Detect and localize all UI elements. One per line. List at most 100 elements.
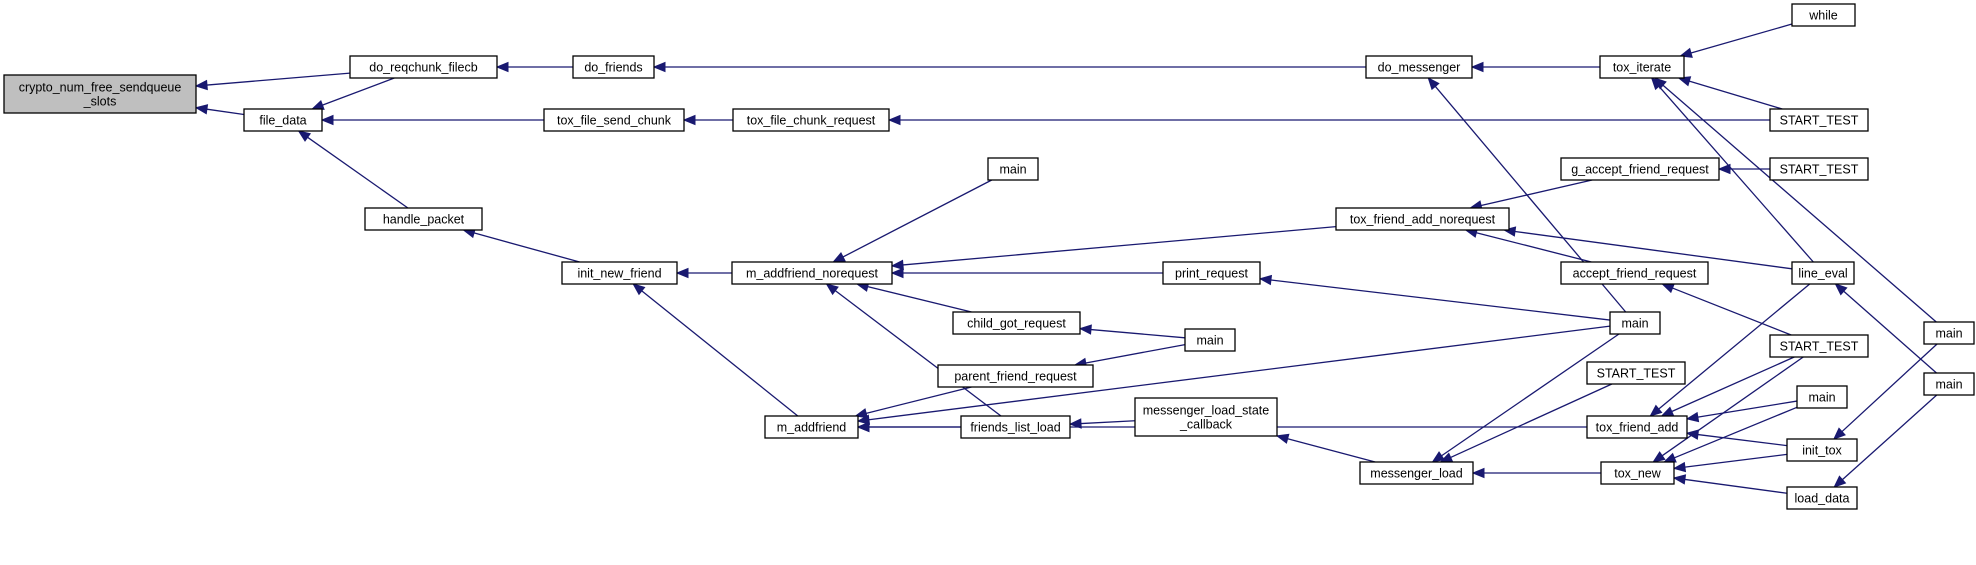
node-handle-packet[interactable]: handle_packet <box>364 207 483 231</box>
node-box <box>1786 438 1858 462</box>
node-box <box>1184 328 1236 352</box>
node-line-eval[interactable]: line_eval <box>1791 261 1855 285</box>
node-init-new-friend[interactable]: init_new_friend <box>561 261 678 285</box>
node-tox-iterate[interactable]: tox_iterate <box>1599 55 1685 79</box>
node-box <box>1769 108 1869 132</box>
node-messenger-load[interactable]: messenger_load <box>1359 461 1474 485</box>
edge-main_b-to-child_got_request <box>1090 328 1186 339</box>
node-child-got-request[interactable]: child_got_request <box>952 311 1081 335</box>
edge-friends_list_load-to-m_addfriend_norequest <box>834 290 1002 417</box>
arrowhead-tox_friend_add_norequest <box>1502 226 1517 237</box>
node-messenger-load-state-callback[interactable]: messenger_load_state_callback <box>1134 397 1278 437</box>
node-box <box>1923 321 1975 345</box>
arrowhead-load_data <box>1833 475 1847 488</box>
edge-do_reqchunk-to-file_data <box>322 77 395 106</box>
node-print-request[interactable]: print_request <box>1162 261 1261 285</box>
node-label: accept_friend_request <box>1573 267 1697 281</box>
node-main-f[interactable]: main <box>1923 372 1975 396</box>
node-box <box>987 157 1039 181</box>
node-box <box>543 108 685 132</box>
edge-accept_friend_request-to-tox_friend_add_norequest <box>1476 232 1592 263</box>
arrowhead-do_messenger <box>1427 76 1440 91</box>
node-start-test-b[interactable]: START_TEST <box>1769 108 1869 132</box>
edge-main_f-to-load_data <box>1842 394 1938 481</box>
node-label: START_TEST <box>1780 114 1859 128</box>
node-start-test-c[interactable]: START_TEST <box>1769 157 1869 181</box>
node-box <box>1609 311 1661 335</box>
arrowhead-messenger_load <box>1431 451 1445 463</box>
node-box <box>1796 385 1848 409</box>
node-label: friends_list_load <box>970 421 1060 435</box>
edge-main_c-to-messenger_load <box>1441 333 1620 457</box>
node-while[interactable]: while <box>1791 3 1856 27</box>
edge-m_addfriend-to-init_new_friend <box>641 290 799 417</box>
arrowhead-do_messenger <box>1470 61 1484 73</box>
node-label: file_data <box>259 114 306 128</box>
arrowhead-tox_friend_add <box>1660 406 1675 417</box>
node-tox-file-chunk-request[interactable]: tox_file_chunk_request <box>732 108 890 132</box>
node-label: g_accept_friend_request <box>1571 163 1709 177</box>
node-tox-friend-add-norequest[interactable]: tox_friend_add_norequest <box>1335 207 1510 231</box>
edge-messenger_load_state_callback-to-friends_list_load <box>1080 420 1136 425</box>
arrowhead-messenger_load_state_callback <box>1275 433 1290 444</box>
node-main-d[interactable]: main <box>1796 385 1848 409</box>
node-do-messenger[interactable]: do_messenger <box>1365 55 1473 79</box>
arrowhead-m_addfriend <box>856 421 870 433</box>
node-m-addfriend-norequest[interactable]: m_addfriend_norequest <box>731 261 893 285</box>
node-box <box>1365 55 1473 79</box>
node-start-test-d[interactable]: START_TEST <box>1769 334 1869 358</box>
node-label: _callback <box>1179 418 1233 432</box>
arrowhead-tox_friend_add <box>1685 411 1700 423</box>
node-main-c[interactable]: main <box>1609 311 1661 335</box>
node-file-data[interactable]: file_data <box>243 108 323 132</box>
arrowhead-file_data <box>320 114 334 126</box>
node-box <box>1791 261 1855 285</box>
node-box <box>764 415 859 439</box>
edge-g_accept_friend_request-to-tox_friend_add_norequest <box>1480 179 1593 207</box>
node-label: do_messenger <box>1378 61 1461 75</box>
node-main-b[interactable]: main <box>1184 328 1236 352</box>
node-label: crypto_num_free_sendqueue <box>19 81 182 95</box>
node-box <box>572 55 655 79</box>
node-tox-new[interactable]: tox_new <box>1600 461 1675 485</box>
node-friends-list-load[interactable]: friends_list_load <box>960 415 1071 439</box>
node-label: START_TEST <box>1780 163 1859 177</box>
node-label: main <box>1935 378 1962 392</box>
node-g-accept-friend-request[interactable]: g_accept_friend_request <box>1560 157 1720 181</box>
node-m-addfriend[interactable]: m_addfriend <box>764 415 859 439</box>
node-load-data[interactable]: load_data <box>1786 486 1858 510</box>
arrowhead-m_addfriend <box>856 414 871 425</box>
arrowhead-m_addfriend_norequest <box>890 259 904 271</box>
graph-nodes: crypto_num_free_sendqueue_slots file_data… <box>3 3 1975 510</box>
node-box <box>732 108 890 132</box>
node-tox-file-send-chunk[interactable]: tox_file_send_chunk <box>543 108 685 132</box>
edge-tox_friend_add_norequest-to-m_addfriend_norequest <box>902 226 1337 266</box>
node-label: main <box>1196 334 1223 348</box>
node-accept-friend-request[interactable]: accept_friend_request <box>1560 261 1709 285</box>
node-box <box>1923 372 1975 396</box>
node-tox-friend-add[interactable]: tox_friend_add <box>1586 415 1688 439</box>
arrowhead-print_request <box>1258 274 1273 286</box>
edge-start_test_a-to-messenger_load <box>1450 383 1613 459</box>
arrowhead-child_got_request <box>1078 324 1092 335</box>
node-label: handle_packet <box>383 213 465 227</box>
node-main-a[interactable]: main <box>987 157 1039 181</box>
node-do-friends[interactable]: do_friends <box>572 55 655 79</box>
node-init-tox[interactable]: init_tox <box>1786 438 1858 462</box>
node-label: tox_file_send_chunk <box>557 114 672 128</box>
node-parent-friend-request[interactable]: parent_friend_request <box>937 364 1094 388</box>
node-label: START_TEST <box>1597 367 1676 381</box>
node-crypto[interactable]: crypto_num_free_sendqueue_slots <box>3 74 197 114</box>
node-start-test-a[interactable]: START_TEST <box>1586 361 1686 385</box>
arrowhead-crypto <box>194 104 209 115</box>
edge-line_eval-to-tox_friend_add <box>1658 283 1811 410</box>
node-box <box>1134 397 1278 437</box>
node-label: tox_file_chunk_request <box>747 114 876 128</box>
node-label: main <box>1808 391 1835 405</box>
arrowhead-tox_new <box>1662 452 1677 463</box>
arrowhead-line_eval <box>1834 283 1848 296</box>
arrowhead-crypto <box>194 79 208 91</box>
edge-main_b-to-parent_friend_request <box>1085 343 1186 364</box>
node-main-e[interactable]: main <box>1923 321 1975 345</box>
node-do-reqchunk[interactable]: do_reqchunk_filecb <box>349 55 498 79</box>
